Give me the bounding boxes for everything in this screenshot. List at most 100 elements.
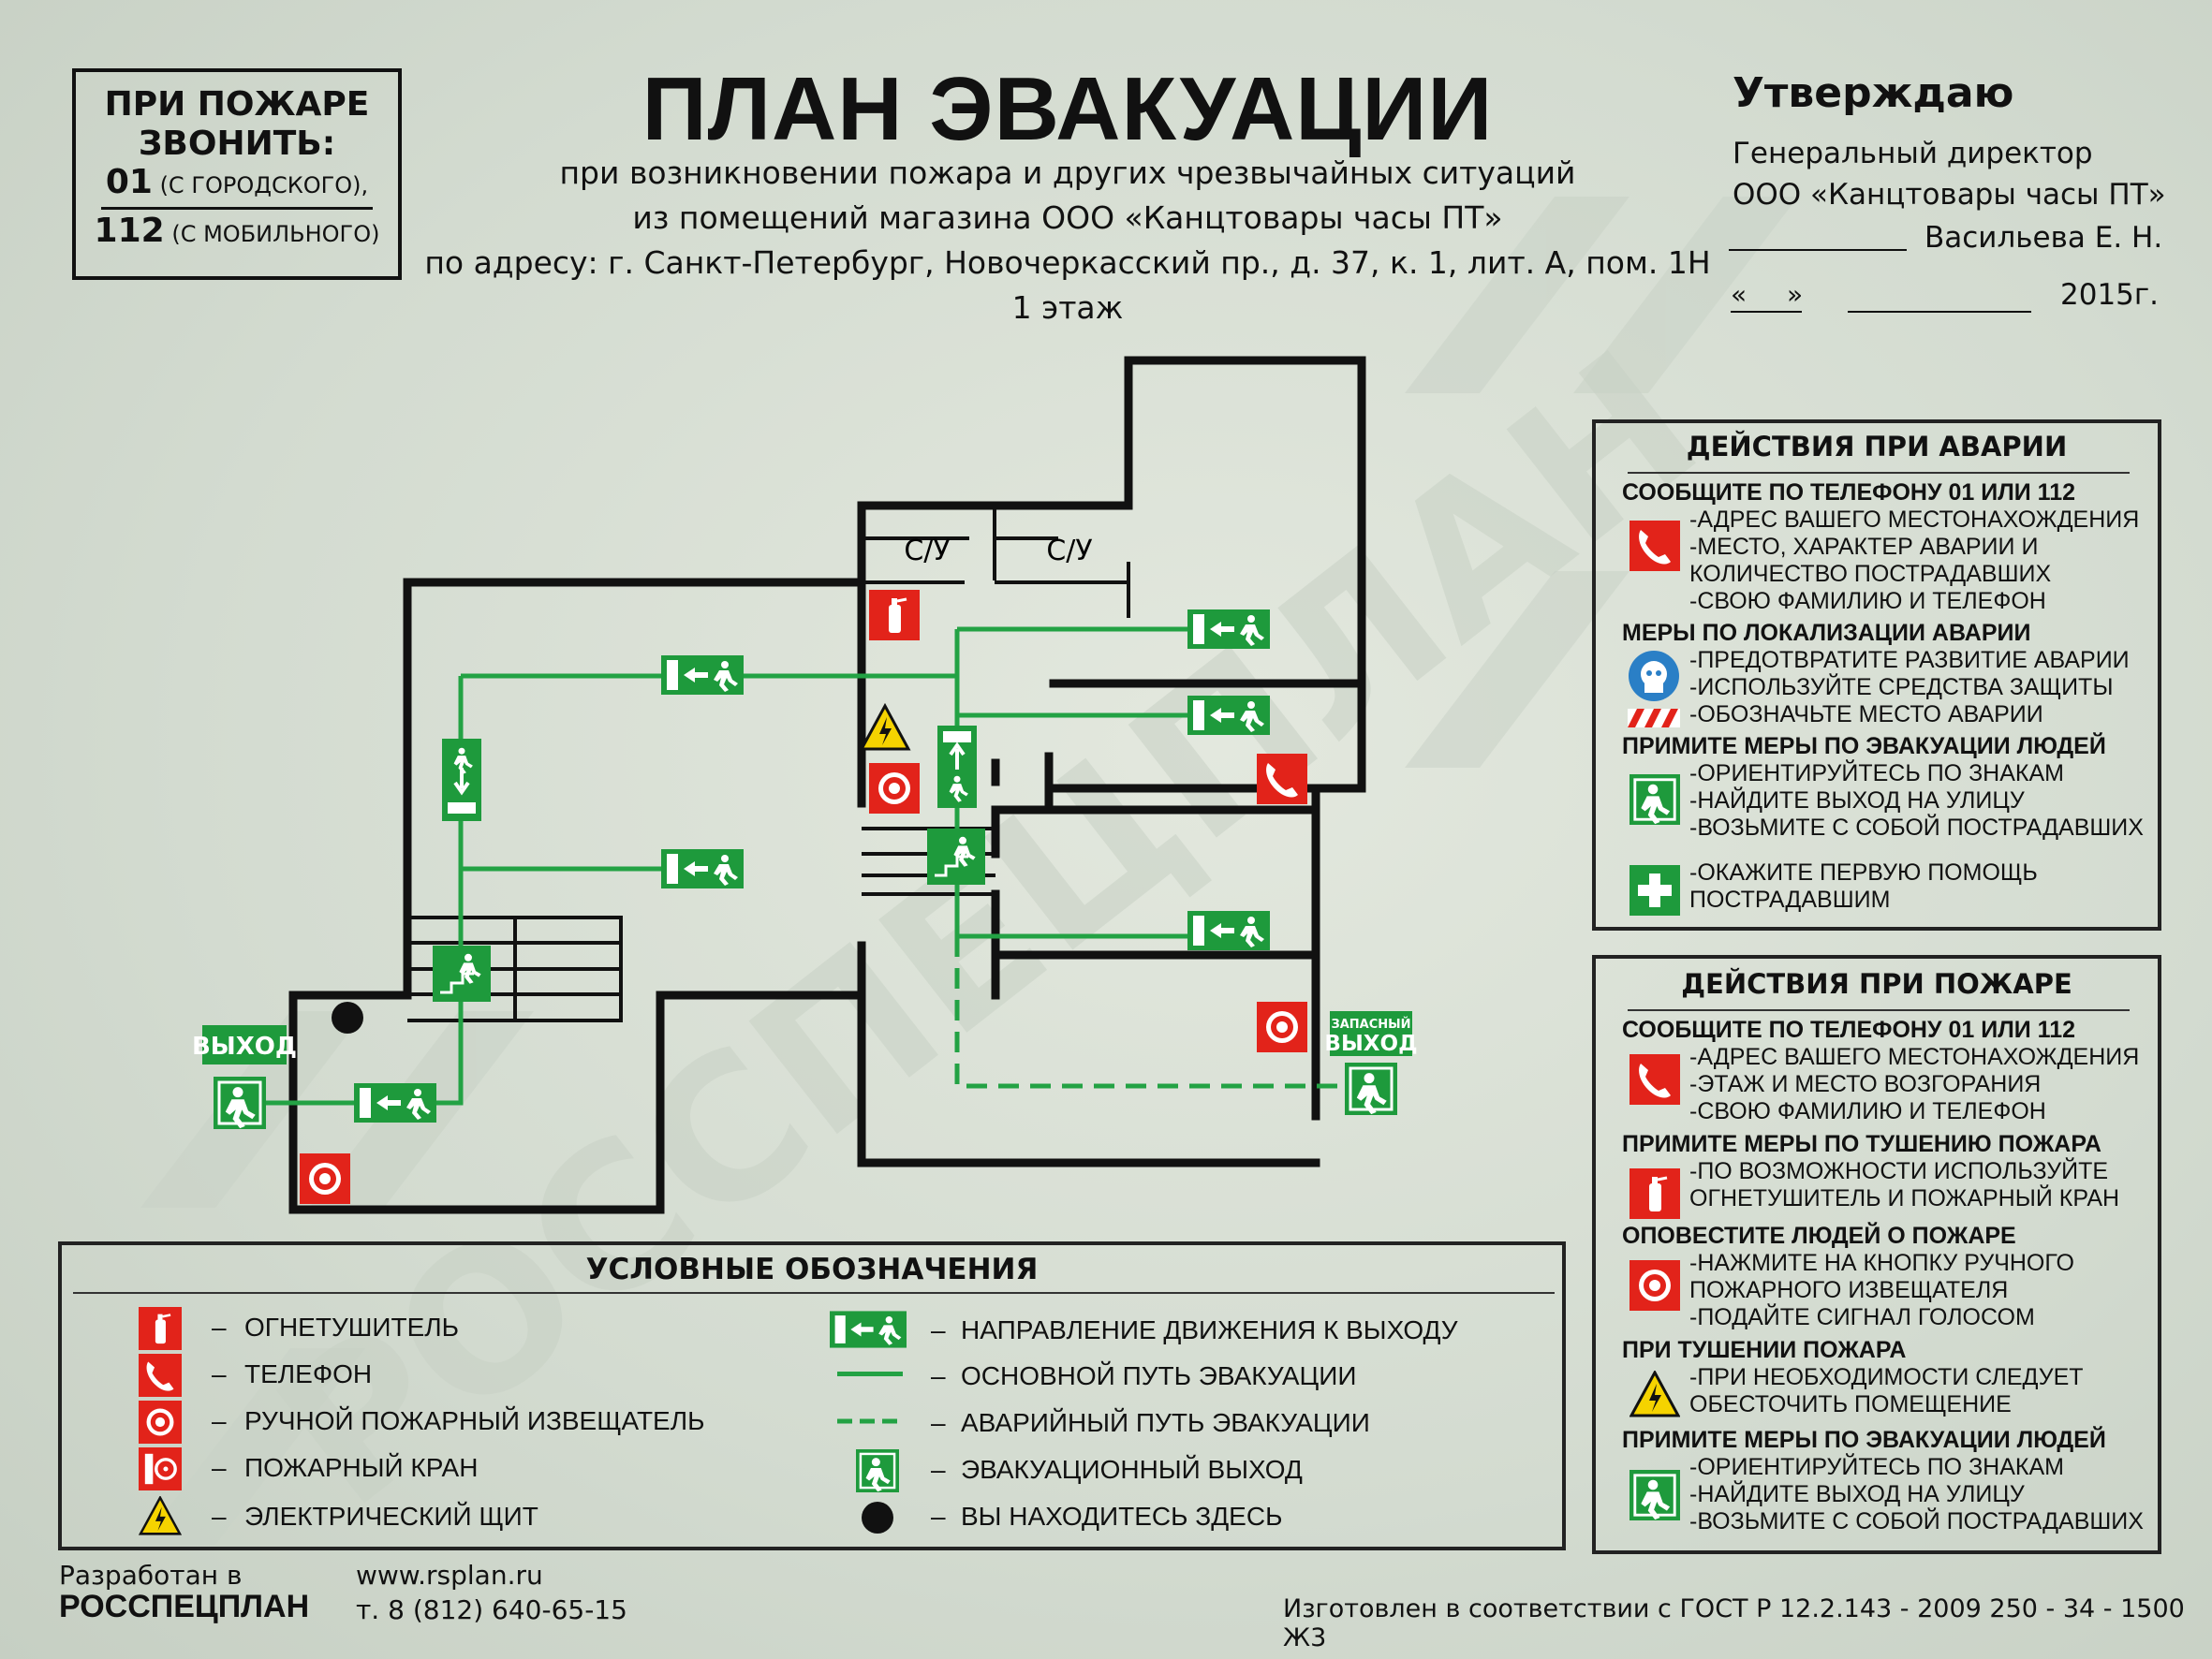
legend-dash: – [931, 1455, 946, 1484]
emergency-route [954, 936, 1349, 1089]
approval-company: ООО «Канцтовары часы ПТ» [1733, 178, 2166, 212]
legend-item-alarm: РУЧНОЙ ПОЖАРНЫЙ ИЗВЕЩАТЕЛЬ [244, 1406, 705, 1435]
direction-arrow-icon [830, 1311, 907, 1348]
footer-site: www.rsplan.ru [356, 1560, 543, 1591]
spare-exit-label-bottom: ВЫХОД [1324, 1032, 1417, 1056]
protective-mask-icon [1629, 651, 1679, 701]
legend-dash: – [212, 1313, 227, 1342]
legend-item-direction: НАПРАВЛЕНИЕ ДВИЖЕНИЯ К ВЫХОДУ [961, 1315, 1458, 1344]
fire-extinguisher-icon [139, 1307, 182, 1350]
fire-alarm-icon [139, 1401, 182, 1444]
direction-arrow-icon [661, 655, 744, 695]
fire-alarm-icon [300, 1153, 350, 1204]
footer-phone: т. 8 (812) 640-65-15 [356, 1594, 627, 1625]
legend-dash: – [212, 1359, 227, 1388]
legend-dash: – [931, 1408, 946, 1437]
date-day-line [1731, 311, 1802, 313]
accident-s2-head: МЕРЫ ПО ЛОКАЛИЗАЦИИ АВАРИИ [1622, 620, 2031, 646]
call-box-divider [101, 207, 373, 210]
approval-position: Генеральный директор [1733, 137, 2093, 170]
fire-panel: ДЕЙСТВИЯ ПРИ ПОЖАРЕ СООБЩИТЕ ПО ТЕЛЕФОНУ… [1592, 955, 2161, 1554]
phone-icon [1630, 521, 1680, 571]
fire-s2-line: ОГНЕТУШИТЕЛЬ И ПОЖАРНЫЙ КРАН [1689, 1185, 2120, 1211]
direction-up-icon [937, 726, 977, 808]
fire-extinguisher-icon [1630, 1168, 1680, 1219]
electric-panel-icon [860, 704, 910, 751]
approval-name: Васильева Е. Н. [1924, 221, 2163, 255]
date-quote-open: « [1731, 279, 1747, 310]
subtitle-line-2: из помещений магазина ООО «Канцтовары ча… [632, 199, 1503, 236]
fire-extinguisher-icon [867, 588, 922, 642]
accident-s1-line: -АДРЕС ВАШЕГО МЕСТОНАХОЖДЕНИЯ [1689, 507, 2140, 533]
fire-s2-head: ПРИМИТЕ МЕРЫ ПО ТУШЕНИЮ ПОЖАРА [1622, 1131, 2101, 1157]
direction-down-icon [442, 739, 481, 821]
accident-s1-line: -СВОЮ ФАМИЛИЮ И ТЕЛЕФОН [1689, 588, 2046, 614]
call-number-mobile-note: (С МОБИЛЬНОГО) [171, 221, 380, 247]
fire-s3-head: ОПОВЕСТИТЕ ЛЮДЕЙ О ПОЖАРЕ [1622, 1223, 2016, 1249]
exit-icon [214, 1077, 266, 1129]
accident-s1-line: КОЛИЧЕСТВО ПОСТРАДАВШИХ [1689, 561, 2052, 587]
spare-exit-label-bg [1330, 1011, 1412, 1056]
accident-s1-line: -МЕСТО, ХАРАКТЕР АВАРИИ И [1689, 534, 2039, 560]
approval-year: 2015г. [2060, 278, 2160, 312]
room-label-wc-2: С/У [1046, 535, 1092, 567]
legend-item-phone: ТЕЛЕФОН [244, 1359, 373, 1388]
emergency-route-line-icon [837, 1418, 903, 1424]
call-box-title-2: ЗВОНИТЬ: [138, 125, 336, 163]
you-are-here-icon [862, 1502, 893, 1534]
legend-item-emergency-route: АВАРИЙНЫЙ ПУТЬ ЭВАКУАЦИИ [961, 1408, 1370, 1437]
legend-dash: – [212, 1453, 227, 1482]
legend-dash: – [931, 1361, 946, 1390]
electric-panel-icon [139, 1496, 182, 1535]
direction-arrow-icon [354, 1083, 436, 1123]
fire-s4-line: -ПРИ НЕОБХОДИМОСТИ СЛЕДУЕТ [1689, 1364, 2084, 1390]
call-box: ПРИ ПОЖАРЕ ЗВОНИТЬ: 01 (С ГОРОДСКОГО), 1… [72, 68, 402, 280]
fire-s3-line: ПОЖАРНОГО ИЗВЕЩАТЕЛЯ [1689, 1277, 2009, 1303]
fire-s1-head: СООБЩИТЕ ПО ТЕЛЕФОНУ 01 ИЛИ 112 [1622, 1017, 2075, 1043]
exit-label: ВЫХОД [192, 1033, 297, 1061]
fire-s3-line: -НАЖМИТЕ НА КНОПКУ РУЧНОГО [1689, 1250, 2074, 1276]
direction-arrow-icon [1187, 696, 1270, 735]
fire-alarm-icon [1257, 1002, 1307, 1052]
fire-title-rule [1628, 1009, 2130, 1011]
legend-panel: УСЛОВНЫЕ ОБОЗНАЧЕНИЯ – ОГНЕТУШИТЕЛЬ – ТЕ… [58, 1241, 1566, 1550]
date-month-line [1848, 311, 2031, 313]
main-route-line-icon [837, 1372, 903, 1376]
fire-s1-line: -СВОЮ ФАМИЛИЮ И ТЕЛЕФОН [1689, 1098, 2046, 1124]
subtitle-line-1: при возникновении пожара и других чрезвы… [559, 154, 1576, 191]
page-title: ПЛАН ЭВАКУАЦИИ [641, 59, 1494, 159]
legend-item-extinguisher: ОГНЕТУШИТЕЛЬ [244, 1313, 460, 1342]
signature-line [1729, 249, 1907, 251]
call-number-city: 01 [105, 163, 153, 201]
fire-s5-line: -ОРИЕНТИРУЙТЕСЬ ПО ЗНАКАМ [1689, 1454, 2064, 1480]
legend-dash: – [212, 1406, 227, 1435]
call-number-mobile: 112 [94, 212, 165, 250]
accident-title: ДЕЙСТВИЯ ПРИ АВАРИИ [1686, 431, 2068, 462]
you-are-here-icon [332, 1002, 363, 1034]
legend-item-electric: ЭЛЕКТРИЧЕСКИЙ ЩИТ [244, 1502, 538, 1531]
fire-s4-head: ПРИ ТУШЕНИИ ПОЖАРА [1622, 1337, 1907, 1363]
spare-exit-label-top: ЗАПАСНЫЙ [1331, 1017, 1410, 1032]
direction-arrow-icon [1187, 609, 1270, 649]
legend-item-main-route: ОСНОВНОЙ ПУТЬ ЭВАКУАЦИИ [961, 1361, 1357, 1390]
legend-dash: – [931, 1502, 946, 1531]
legend-title: УСЛОВНЫЕ ОБОЗНАЧЕНИЯ [585, 1253, 1039, 1286]
accident-s3-line: -ОРИЕНТИРУЙТЕСЬ ПО ЗНАКАМ [1689, 760, 2064, 786]
legend-item-hydrant: ПОЖАРНЫЙ КРАН [244, 1453, 479, 1482]
fire-s1-line: -ЭТАЖ И МЕСТО ВОЗГОРАНИЯ [1689, 1071, 2042, 1097]
approval-heading: Утверждаю [1733, 69, 2014, 117]
stairs-exit-icon [927, 829, 985, 885]
room-label-wc-1: С/У [904, 535, 950, 567]
exit-label-bg [202, 1025, 287, 1064]
electric-panel-icon [1630, 1371, 1680, 1417]
fire-title: ДЕЙСТВИЯ ПРИ ПОЖАРЕ [1681, 968, 2072, 1000]
call-number-city-note: (С ГОРОДСКОГО), [159, 172, 369, 198]
developer-company: РОССПЕЦПЛАН [59, 1589, 310, 1624]
legend-dash: – [931, 1315, 946, 1344]
legend-item-exit: ЭВАКУАЦИОННЫЙ ВЫХОД [961, 1455, 1303, 1484]
direction-arrow-icon [1187, 911, 1270, 950]
accident-s1-head: СООБЩИТЕ ПО ТЕЛЕФОНУ 01 ИЛИ 112 [1622, 479, 2075, 506]
fire-s5-line: -ВОЗЬМИТЕ С СОБОЙ ПОСТРАДАВШИХ [1689, 1508, 2144, 1534]
accident-s2-line: -ИСПОЛЬЗУЙТЕ СРЕДСТВА ЗАЩИТЫ [1689, 674, 2114, 700]
